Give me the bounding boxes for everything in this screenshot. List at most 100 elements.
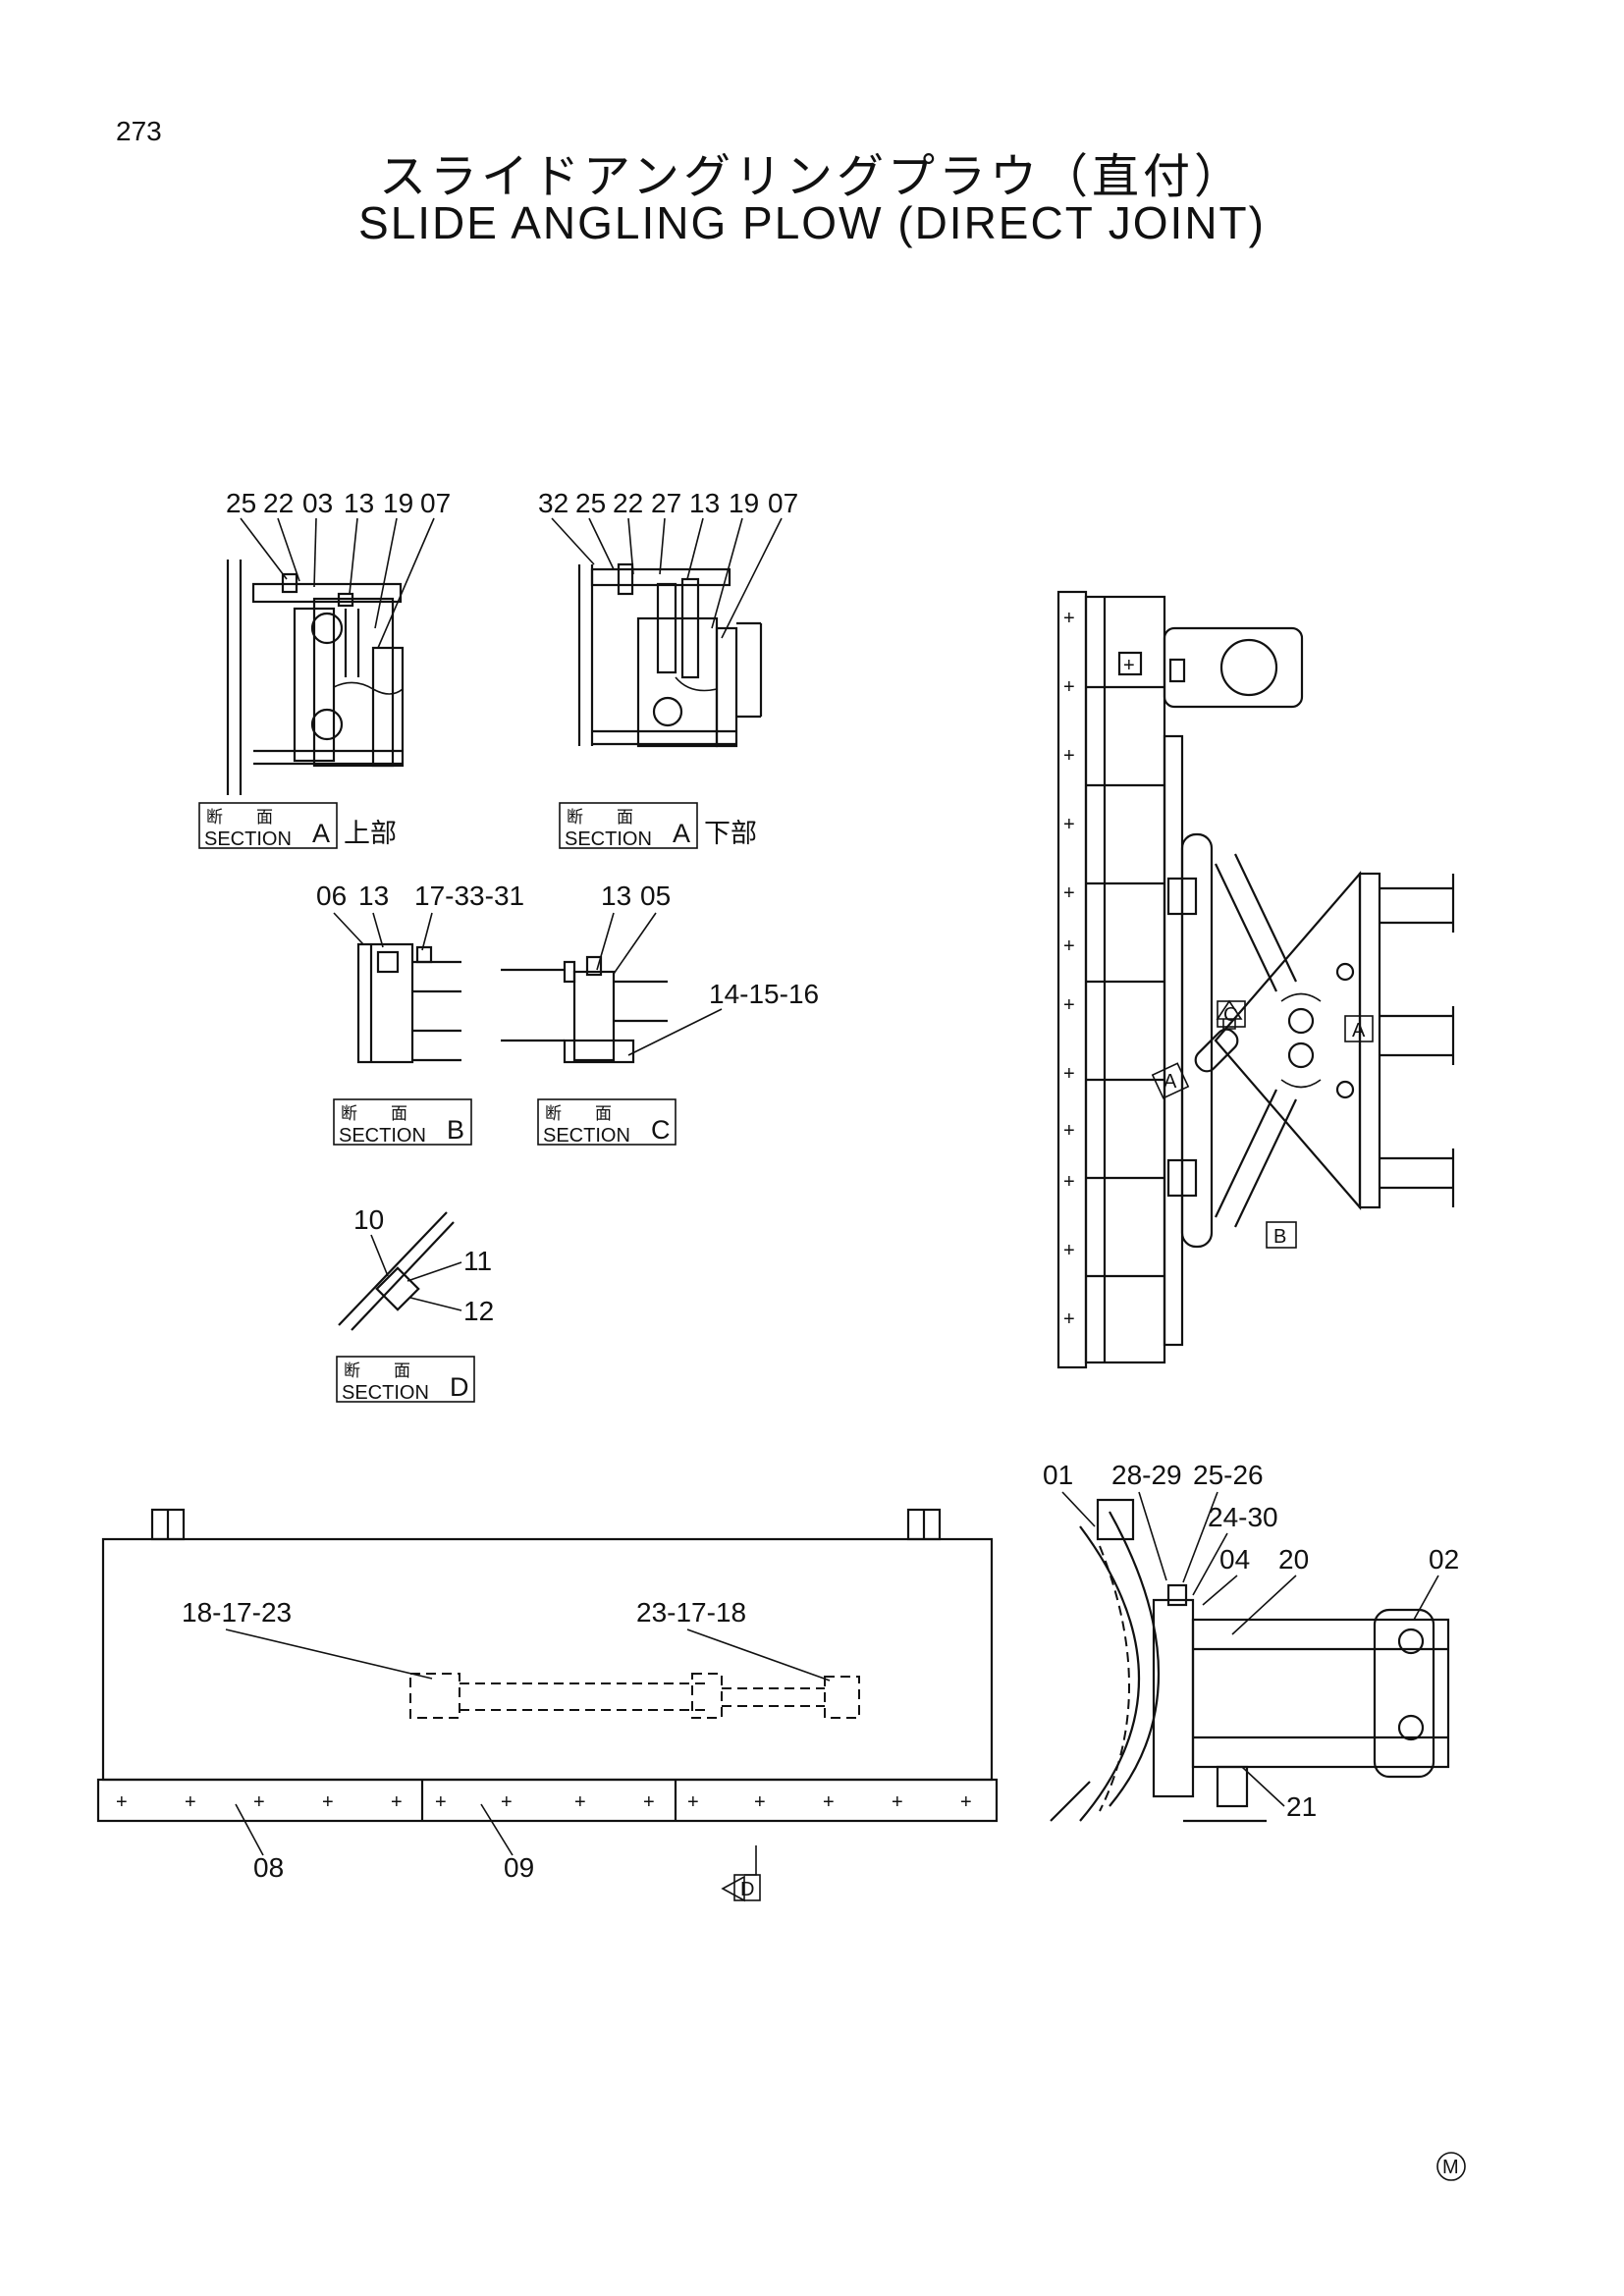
- callout-a-lower-32: 32: [538, 488, 568, 518]
- svg-text:+: +: [1063, 994, 1075, 1016]
- section-c-en: SECTION: [543, 1125, 630, 1147]
- section-a-lower-en: SECTION: [565, 828, 652, 850]
- view-marker-a-right: A: [1344, 1015, 1374, 1042]
- callout-d-12: 12: [463, 1296, 494, 1326]
- svg-text:+: +: [322, 1791, 334, 1813]
- section-b-letter: B: [447, 1115, 464, 1145]
- section-d-jp: 断 面: [344, 1362, 410, 1381]
- callout-side-01: 01: [1043, 1460, 1073, 1490]
- callout-c-14-15-16: 14-15-16: [709, 979, 819, 1009]
- callout-a-upper-13: 13: [344, 488, 374, 518]
- section-a-lower-suffix: 下部: [704, 819, 757, 849]
- callout-side-25-26: 25-26: [1193, 1460, 1264, 1490]
- title-japanese: スライドアングリングプラウ（直付）: [378, 149, 1246, 204]
- callout-a-upper-25: 25: [226, 488, 256, 518]
- view-marker-d: D: [721, 1845, 761, 1902]
- section-a-lower-detail: 32 25 22 27 13 19 07: [538, 488, 798, 850]
- callout-d-10: 10: [353, 1204, 384, 1235]
- svg-text:+: +: [185, 1791, 196, 1813]
- svg-text:M: M: [1442, 2157, 1459, 2178]
- svg-text:+: +: [1063, 1171, 1075, 1193]
- callout-front-23-17-18: 23-17-18: [636, 1597, 746, 1628]
- section-d-detail: 10 11 12 断 面 SECTION D: [336, 1204, 494, 1404]
- section-b-en: SECTION: [339, 1125, 426, 1147]
- svg-text:+: +: [687, 1791, 699, 1813]
- svg-text:+: +: [1123, 655, 1135, 676]
- callout-front-18-17-23: 18-17-23: [182, 1597, 292, 1628]
- view-marker-c: C: [1216, 999, 1246, 1030]
- svg-text:+: +: [1063, 1120, 1075, 1142]
- section-a-upper-jp: 断 面: [206, 808, 273, 828]
- callout-a-lower-13: 13: [689, 488, 720, 518]
- section-a-lower-jp: 断 面: [567, 808, 633, 828]
- svg-text:+: +: [1063, 935, 1075, 957]
- section-b-detail: 06 13 17-33-31 断 面 SECTION B: [316, 881, 524, 1147]
- callout-c-05: 05: [640, 881, 671, 911]
- callout-side-21: 21: [1286, 1791, 1317, 1822]
- svg-text:+: +: [1063, 676, 1075, 698]
- callout-a-upper-07: 07: [420, 488, 451, 518]
- section-c-jp: 断 面: [545, 1104, 612, 1124]
- side-view: 01 28-29 25-26 24-30 04 20 02 21: [1043, 1460, 1459, 1823]
- front-view-plus-marks: + + + + + + + + + + + + + +: [116, 1791, 972, 1813]
- callout-a-lower-19: 19: [729, 488, 759, 518]
- section-c-letter: C: [651, 1115, 671, 1145]
- callout-c-13: 13: [601, 881, 631, 911]
- callout-side-04: 04: [1219, 1544, 1250, 1575]
- callout-d-11: 11: [463, 1246, 492, 1276]
- svg-text:+: +: [1063, 1240, 1075, 1261]
- svg-text:C: C: [1223, 1004, 1237, 1026]
- section-a-lower-letter: A: [673, 819, 690, 848]
- callout-a-lower-27: 27: [651, 488, 681, 518]
- svg-text:+: +: [1063, 1308, 1075, 1330]
- m-mark: M: [1436, 2152, 1466, 2181]
- section-a-upper-letter: A: [312, 819, 330, 848]
- svg-text:+: +: [1063, 814, 1075, 835]
- page-number: 273: [116, 116, 162, 146]
- callout-front-08: 08: [253, 1852, 284, 1883]
- callout-side-24-30: 24-30: [1208, 1502, 1278, 1532]
- section-d-en: SECTION: [342, 1382, 429, 1404]
- callout-a-lower-25: 25: [575, 488, 606, 518]
- svg-text:+: +: [643, 1791, 655, 1813]
- section-d-letter: D: [450, 1372, 469, 1402]
- svg-text:A: A: [1164, 1071, 1177, 1093]
- section-b-jp: 断 面: [341, 1104, 407, 1124]
- callout-b-17-33-31: 17-33-31: [414, 881, 524, 911]
- callout-a-upper-22: 22: [263, 488, 294, 518]
- svg-text:+: +: [892, 1791, 903, 1813]
- section-a-upper-en: SECTION: [204, 828, 292, 850]
- svg-text:+: +: [1063, 1063, 1075, 1085]
- svg-text:+: +: [435, 1791, 447, 1813]
- callout-front-09: 09: [504, 1852, 534, 1883]
- section-a-upper-detail: 25 22 03 13 19 07: [198, 488, 451, 850]
- top-view: + + + + + + + + + + + + + C A A: [1056, 590, 1455, 1369]
- section-c-detail: 13 05 14-15-16 断 面 SECTION C: [501, 881, 819, 1147]
- view-marker-a-left: A: [1151, 1062, 1190, 1099]
- svg-text:+: +: [116, 1791, 128, 1813]
- svg-text:D: D: [740, 1879, 754, 1900]
- callout-a-upper-19: 19: [383, 488, 413, 518]
- callout-a-lower-07: 07: [768, 488, 798, 518]
- callout-a-upper-03: 03: [302, 488, 333, 518]
- svg-text:+: +: [960, 1791, 972, 1813]
- view-marker-b: B: [1266, 1221, 1297, 1249]
- front-view: 18-17-23 23-17-18 08 09: [96, 1508, 999, 1902]
- svg-text:+: +: [1063, 882, 1075, 904]
- callout-b-13: 13: [358, 881, 389, 911]
- callout-a-lower-22: 22: [613, 488, 643, 518]
- svg-text:B: B: [1273, 1226, 1286, 1248]
- svg-text:+: +: [823, 1791, 835, 1813]
- callout-b-06: 06: [316, 881, 347, 911]
- svg-text:+: +: [1063, 745, 1075, 767]
- svg-text:+: +: [391, 1791, 403, 1813]
- callout-side-20: 20: [1278, 1544, 1309, 1575]
- callout-side-02: 02: [1429, 1544, 1459, 1575]
- svg-text:+: +: [574, 1791, 586, 1813]
- title-english: SLIDE ANGLING PLOW (DIRECT JOINT): [358, 197, 1266, 248]
- svg-text:+: +: [754, 1791, 766, 1813]
- callout-side-28-29: 28-29: [1111, 1460, 1182, 1490]
- svg-text:A: A: [1352, 1020, 1366, 1041]
- svg-text:+: +: [253, 1791, 265, 1813]
